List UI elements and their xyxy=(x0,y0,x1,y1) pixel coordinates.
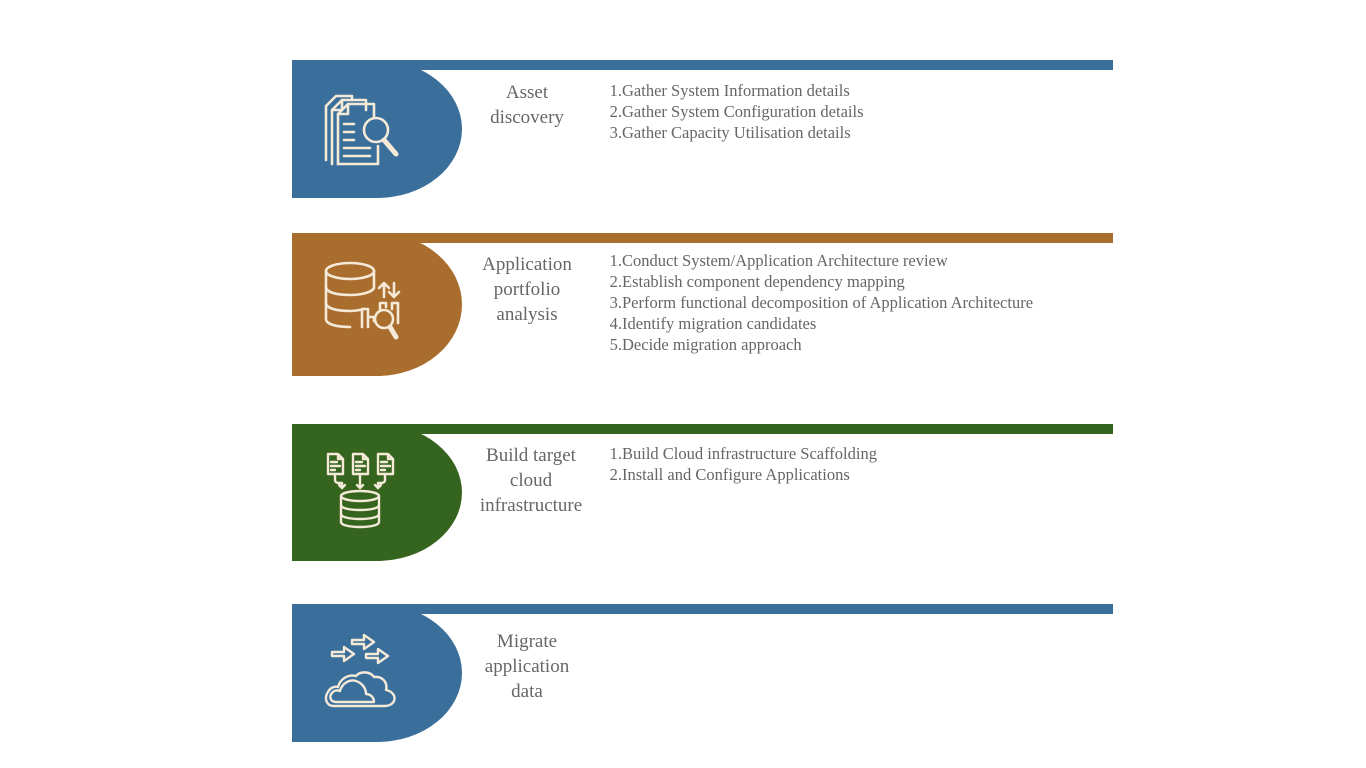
step-title: Migrate application data xyxy=(464,629,590,704)
list-text: Perform functional decomposition of Appl… xyxy=(622,293,1034,312)
documents-to-database-icon xyxy=(322,450,402,530)
step-title-line: infrastructure xyxy=(479,495,583,516)
database-analytics-icon xyxy=(322,261,402,341)
cloud-migration-icon xyxy=(322,630,402,710)
list-item: 4.Identify migration candidates xyxy=(604,313,1033,334)
step-title-line: discovery xyxy=(490,107,564,128)
list-number: 2. xyxy=(609,465,622,484)
step-title-line: application xyxy=(484,656,570,677)
list-text: Install and Configure Applications xyxy=(622,465,850,484)
list-number: 5. xyxy=(609,335,622,354)
step-title-line: Application xyxy=(482,254,572,275)
list-number: 1. xyxy=(609,81,622,100)
step-title-line: data xyxy=(511,681,543,702)
step-title-line: Build target xyxy=(486,445,576,466)
step-title: Asset discovery xyxy=(464,80,590,130)
list-text: Build Cloud infrastructure Scaffolding xyxy=(622,444,877,463)
list-number: 2. xyxy=(609,102,622,121)
list-text: Decide migration approach xyxy=(622,335,802,354)
list-item: 2.Install and Configure Applications xyxy=(604,464,877,485)
step-tab xyxy=(292,604,462,742)
step-header-bar xyxy=(292,604,1113,614)
list-number: 1. xyxy=(609,444,622,463)
list-number: 3. xyxy=(609,123,622,142)
list-text: Gather System Configuration details xyxy=(622,102,864,121)
list-item: 2.Gather System Configuration details xyxy=(604,101,864,122)
step-header-bar xyxy=(292,424,1113,434)
list-item: 5.Decide migration approach xyxy=(604,334,1033,355)
step-tab xyxy=(292,233,462,376)
step-title-line: cloud xyxy=(509,470,553,491)
step-title-line: Asset xyxy=(505,82,549,103)
step-title: Build target cloud infrastructure xyxy=(468,443,594,518)
step-title-line: analysis xyxy=(496,304,558,325)
step-tab xyxy=(292,60,462,198)
step-title-line: portfolio xyxy=(493,279,561,300)
step-task-list: 1.Build Cloud infrastructure Scaffolding… xyxy=(604,443,877,485)
list-text: Gather Capacity Utilisation details xyxy=(622,123,851,142)
list-item: 1.Conduct System/Application Architectur… xyxy=(604,250,1033,271)
step-header-bar xyxy=(292,60,1113,70)
list-item: 1.Gather System Information details xyxy=(604,80,864,101)
list-item: 2.Establish component dependency mapping xyxy=(604,271,1033,292)
document-search-icon xyxy=(322,90,402,170)
list-text: Gather System Information details xyxy=(622,81,850,100)
list-number: 4. xyxy=(609,314,622,333)
list-item: 1.Build Cloud infrastructure Scaffolding xyxy=(604,443,877,464)
list-number: 3. xyxy=(609,293,622,312)
step-title-line: Migrate xyxy=(496,631,558,652)
list-item: 3.Gather Capacity Utilisation details xyxy=(604,122,864,143)
step-header-bar xyxy=(292,233,1113,243)
list-number: 2. xyxy=(609,272,622,291)
list-item: 3.Perform functional decomposition of Ap… xyxy=(604,292,1033,313)
list-text: Establish component dependency mapping xyxy=(622,272,905,291)
step-task-list: 1.Gather System Information details 2.Ga… xyxy=(604,80,864,143)
list-text: Conduct System/Application Architecture … xyxy=(622,251,948,270)
list-number: 1. xyxy=(609,251,622,270)
step-task-list: 1.Conduct System/Application Architectur… xyxy=(604,250,1033,355)
list-text: Identify migration candidates xyxy=(622,314,817,333)
step-title: Application portfolio analysis xyxy=(464,252,590,327)
